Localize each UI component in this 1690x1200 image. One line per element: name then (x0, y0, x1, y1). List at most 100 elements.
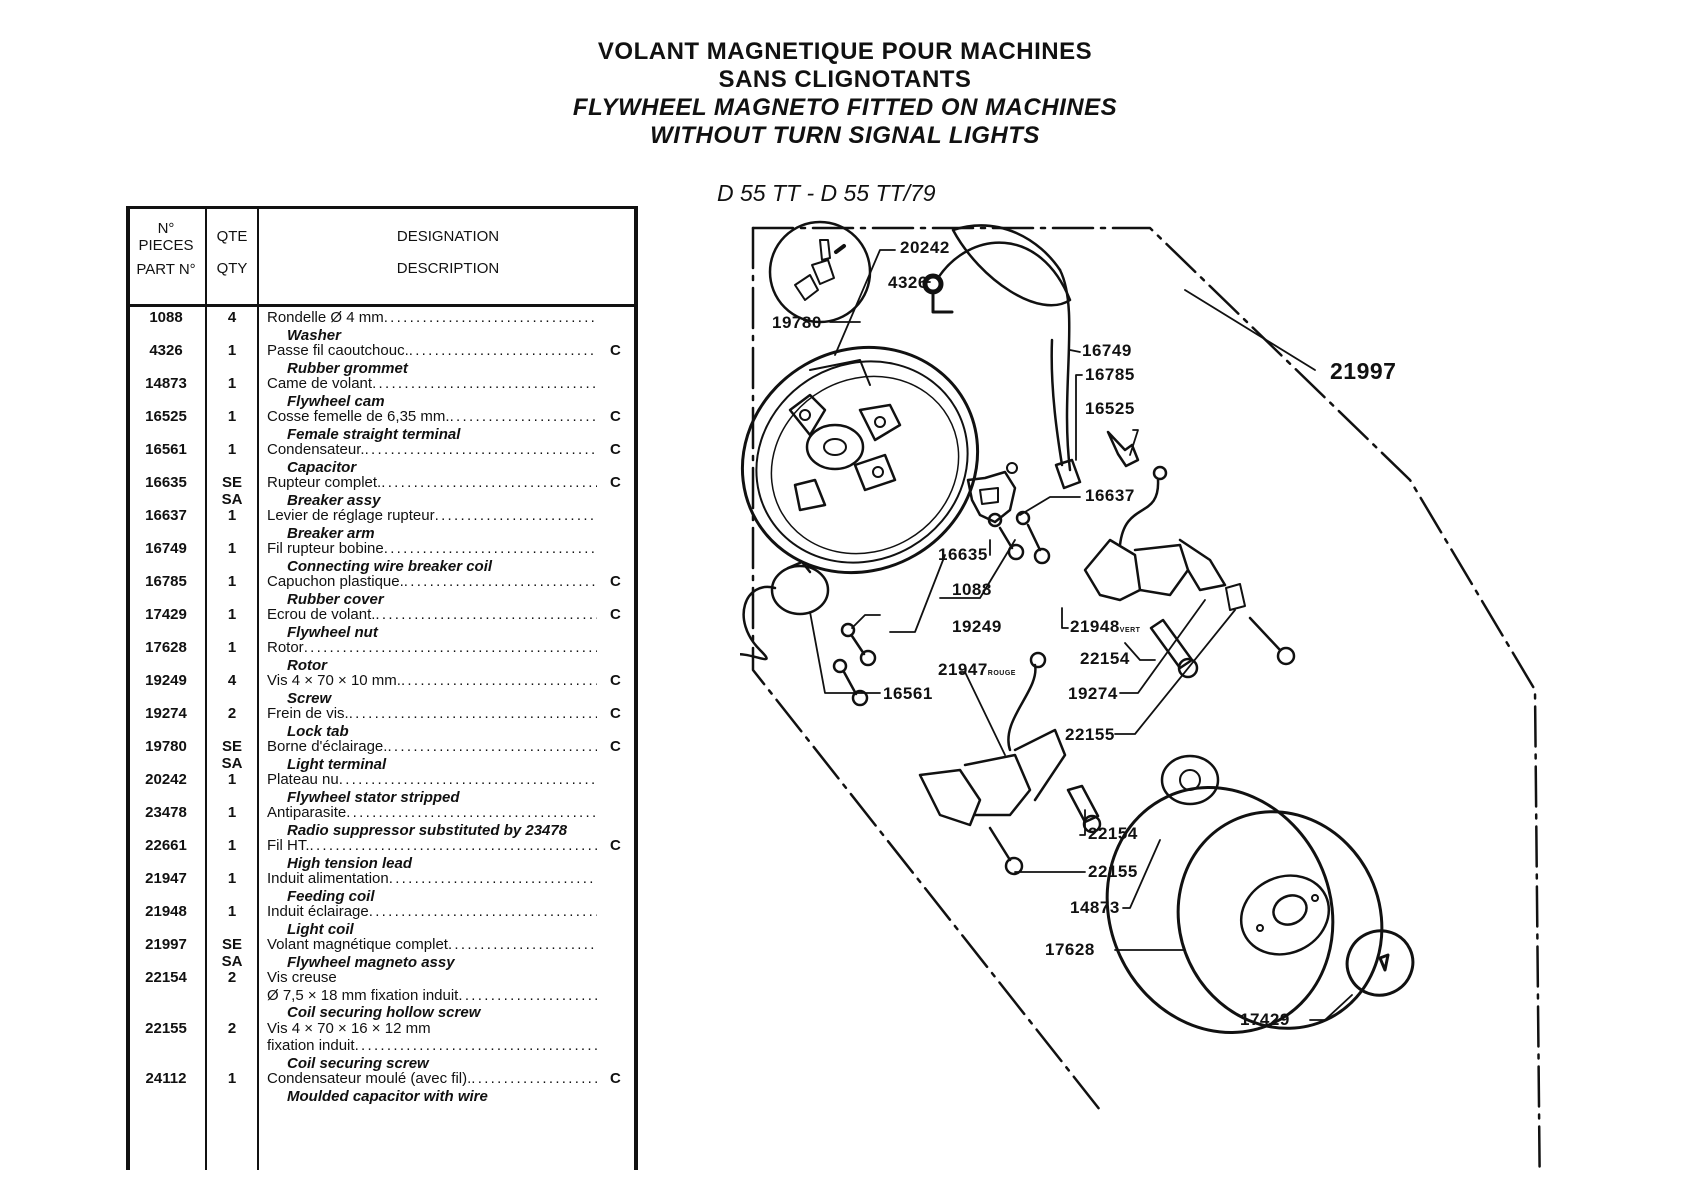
designation: Borne d'éclairage.......................… (267, 738, 597, 773)
flywheel-nut (1345, 929, 1415, 997)
designation-fr: Vis 4 × 70 × 16 × 12 mm (267, 1019, 431, 1037)
description-en: Screw (287, 689, 332, 707)
designation: Rotor...................................… (267, 639, 597, 674)
leader-dots: ........................................… (471, 1070, 597, 1087)
part-number: 16749 (145, 540, 187, 557)
model-designation: D 55 TT - D 55 TT/79 (717, 180, 936, 206)
quantity-line1: 1 (227, 1070, 237, 1087)
designation: Condensateur............................… (267, 441, 597, 476)
designation-fr-cont: fixation induit.........................… (267, 1037, 597, 1055)
part-number: 22661 (145, 837, 187, 854)
quantity-line1: 4 (227, 309, 237, 326)
designation: Vis 4 × 70 × 10 mm......................… (267, 672, 597, 707)
leader-dots: ........................................… (309, 837, 598, 854)
category-code: C (610, 738, 621, 755)
designation: Passe fil caoutchouc....................… (267, 342, 597, 377)
description-en: Rubber cover (287, 590, 384, 608)
designation-fr: Induit éclairage........................… (267, 903, 597, 921)
header-divider (126, 304, 638, 307)
part-number: 19274 (145, 705, 187, 722)
description-en: Flywheel stator stripped (287, 788, 460, 806)
header-desc-fr: DESIGNATION (396, 228, 500, 245)
part-number: 19249 (145, 672, 187, 689)
leader-dots: ........................................… (408, 342, 597, 359)
quantity: 1 (206, 342, 258, 359)
designation-fr: Vis 4 × 70 × 10 mm......................… (267, 672, 597, 690)
designation-fr: Plateau nu..............................… (267, 771, 597, 789)
quantity-line1: 1 (227, 837, 237, 854)
leader-dots: ........................................… (403, 573, 597, 590)
designation-fr: Cosse femelle de 6,35 mm................… (267, 408, 597, 426)
part-number: 16525 (145, 408, 187, 425)
quantity-line1: 1 (227, 870, 237, 887)
designation: Induit alimentation.....................… (267, 870, 597, 905)
callout-21947-note: ROUGE (987, 670, 1016, 677)
designation: Plateau nu..............................… (267, 771, 597, 806)
description-en: Coil securing hollow screw (287, 1004, 481, 1021)
description-en: Flywheel cam (287, 392, 385, 410)
category-code: C (610, 606, 621, 623)
description-en: Capacitor (287, 458, 357, 476)
assembly-boundary-left (751, 226, 1102, 1112)
quantity-line1: SE (221, 936, 242, 953)
callout-22155-upper: 22155 (1065, 725, 1115, 744)
leader-dots: ........................................… (354, 1037, 597, 1054)
designation: Levier de réglage rupteur...............… (267, 507, 597, 542)
quantity: 1 (206, 870, 258, 887)
designation: Capuchon plastique......................… (267, 573, 597, 608)
leader-dots: ........................................… (348, 705, 597, 722)
callout-19780: 19780 (772, 313, 822, 332)
quantity-line2: SA (221, 953, 243, 970)
callout-16749: 16749 (1082, 341, 1132, 360)
callout-16635: 16635 (938, 545, 988, 564)
quantity: 1 (206, 1070, 258, 1087)
callout-19274: 19274 (1068, 684, 1118, 703)
designation-fr: Induit alimentation.....................… (267, 870, 597, 888)
category-code: C (610, 1070, 621, 1087)
designation-fr-cont: Ø 7,5 × 18 mm fixation induit...........… (267, 987, 597, 1005)
quantity-line1: 1 (227, 903, 237, 920)
part-number: 16635 (145, 474, 187, 491)
designation-fr: Condensateur............................… (267, 441, 597, 459)
quantity: 1 (206, 375, 258, 392)
quantity: 4 (206, 672, 258, 689)
part-number: 16637 (145, 507, 187, 524)
callout-4326: 4326 (888, 273, 928, 292)
part-number: 19780 (145, 738, 187, 755)
description-en: Coil securing screw (287, 1054, 429, 1072)
female-terminal (1106, 430, 1140, 468)
screws (832, 510, 1051, 707)
quantity-line1: 1 (227, 771, 237, 788)
quantity: 1 (206, 837, 258, 854)
quantity: 1 (206, 573, 258, 590)
leader-dots: ........................................… (368, 903, 597, 920)
quantity-line1: 2 (227, 969, 237, 986)
category-code: C (610, 573, 621, 590)
breaker-assembly (966, 462, 1018, 524)
callout-21947-number: 21947 (938, 660, 988, 679)
leader-dots: ........................................… (449, 408, 597, 425)
designation: Induit éclairage........................… (267, 903, 597, 938)
callout-17628: 17628 (1045, 940, 1095, 959)
callout-22155-lower: 22155 (1088, 862, 1138, 881)
quantity-line1: 1 (227, 573, 237, 590)
title-english-line2: WITHOUT TURN SIGNAL LIGHTS (650, 122, 1040, 149)
category-code: C (610, 474, 621, 491)
callout-22154-upper: 22154 (1080, 649, 1130, 668)
feeding-coil (918, 651, 1067, 827)
description-en: Light terminal (287, 755, 387, 773)
designation: Frein de vis............................… (267, 705, 597, 740)
quantity-line2: SA (221, 755, 243, 772)
category-code: C (610, 705, 621, 722)
part-number: 22155 (145, 1019, 187, 1037)
quantity: 1 (206, 804, 258, 821)
description-en: Moulded capacitor with wire (287, 1087, 488, 1105)
callout-20242: 20242 (900, 238, 950, 257)
description-en: Radio suppressor substituted by 23478 (287, 821, 568, 839)
part-number: 21997 (145, 936, 187, 953)
designation-fr: Rotor...................................… (267, 639, 597, 657)
column-divider (257, 206, 259, 1170)
